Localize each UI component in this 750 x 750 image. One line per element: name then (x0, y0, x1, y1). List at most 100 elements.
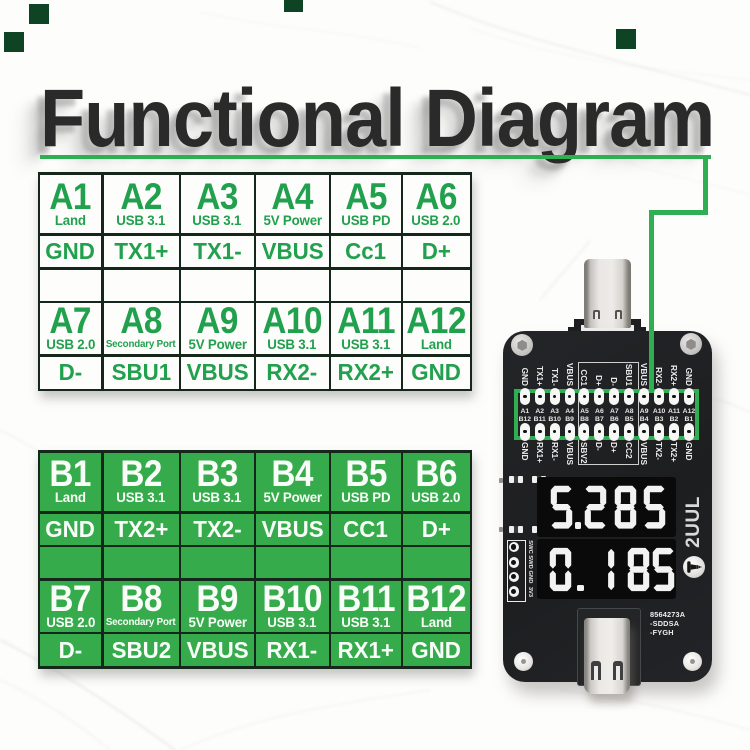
svg-shape (628, 548, 650, 592)
pin-dot (597, 429, 602, 434)
pin-function: Cc1 (345, 237, 387, 264)
polygon-shape (690, 563, 697, 570)
table-cell: SBU1 (103, 356, 179, 389)
pin-pad (654, 387, 665, 406)
div-shape (574, 522, 582, 529)
pin-function: VBUS (261, 515, 324, 542)
table-cell (331, 547, 401, 579)
polygon-shape (586, 504, 606, 511)
pin-dot (522, 394, 527, 399)
pin-id: A5 (344, 175, 387, 217)
pin-label-bottom: RX1+ (534, 441, 545, 463)
display-digit (614, 485, 637, 529)
pin-dot (672, 429, 676, 434)
polygon-shape (600, 487, 607, 507)
pin-label-top: VBUS (564, 362, 575, 386)
table-cell: GND (40, 513, 101, 545)
pin-dot (597, 394, 602, 399)
svg-shape (551, 485, 573, 529)
pin-pad (624, 387, 635, 406)
pin-type: Land (420, 613, 452, 630)
screw-icon (687, 560, 703, 573)
polygon-shape (701, 565, 703, 568)
pin-pad (534, 423, 545, 441)
screw-bottom-right (682, 651, 702, 671)
pin-number-b: B2 (669, 415, 679, 423)
pin-dot (537, 394, 542, 399)
pin-number-a: A11 (667, 407, 681, 415)
pin-number-a: A4 (565, 407, 574, 415)
pin-type: Land (54, 489, 87, 506)
pin-label-bottom: SBV2 (579, 441, 590, 464)
hole-center (511, 544, 517, 550)
pin-type: USB 3.1 (341, 613, 391, 630)
marble-vein (179, 689, 431, 750)
screw-hex (517, 339, 527, 351)
pin-dot (657, 394, 661, 399)
table-cell: TX1- (181, 235, 254, 268)
pin-number-b: B8 (580, 415, 589, 423)
header-hole (508, 541, 519, 553)
marble-vein (559, 689, 750, 731)
pin-function: SBU1 (111, 359, 171, 386)
pin-id: B12 (406, 580, 467, 619)
current-display (537, 538, 677, 600)
pin-type: USB 3.1 (116, 489, 166, 506)
marble-vein (619, 159, 750, 196)
pin-function: GND (411, 359, 462, 386)
header-hole (508, 557, 519, 568)
table-cell: TX1+ (103, 235, 179, 268)
marble-vein (429, 1, 750, 96)
table-cell: D+ (403, 513, 470, 545)
pin-number-a: A10 (652, 407, 666, 415)
connector-line-vertical-1 (703, 156, 709, 213)
pin-pad (609, 423, 620, 441)
pin-dot (552, 429, 557, 434)
polygon-shape (628, 570, 635, 591)
pin-function: TX2- (193, 515, 242, 542)
table-cell: GND (403, 634, 470, 667)
voltage-display (537, 477, 677, 538)
screw-center-dot (521, 658, 527, 664)
pin-id: B3 (196, 453, 239, 495)
pin-number-b: B1 (684, 415, 694, 423)
table-cell (40, 547, 101, 579)
table-cell (256, 269, 329, 301)
pin-pad (549, 387, 560, 406)
usb-receptacle-slot-left (590, 661, 602, 680)
pin-label-bottom: GND (519, 441, 530, 460)
header-label: GND (527, 570, 533, 584)
table-cell (181, 269, 254, 301)
pin-pad (519, 387, 530, 406)
polygon-shape (629, 566, 649, 574)
polygon-shape (565, 549, 572, 569)
polygon-shape (644, 522, 665, 529)
pin-label-top: D- (609, 377, 620, 386)
pin-pad (519, 423, 530, 441)
pin-function: GND (411, 636, 462, 663)
pin-type: USB 3.1 (192, 489, 242, 506)
title-underline (40, 154, 711, 159)
screw-top-left (511, 334, 534, 357)
pin-function: RX2+ (337, 359, 394, 386)
edge-pad-1 (499, 477, 504, 483)
pin-function: RX2- (266, 359, 318, 386)
component-pad (517, 526, 523, 533)
board-code-line: -FYGH (650, 628, 674, 637)
table-cell: RX1+ (331, 634, 401, 667)
header-label: SWD (527, 555, 533, 570)
table-cell: TX2+ (103, 513, 179, 545)
pin-id: A6 (415, 175, 458, 217)
pin-function: RX1- (266, 636, 318, 663)
pin-function: VBUS (186, 359, 249, 386)
slot-inner (593, 665, 598, 680)
pin-id: A9 (196, 303, 239, 342)
svg-shape (608, 549, 615, 591)
